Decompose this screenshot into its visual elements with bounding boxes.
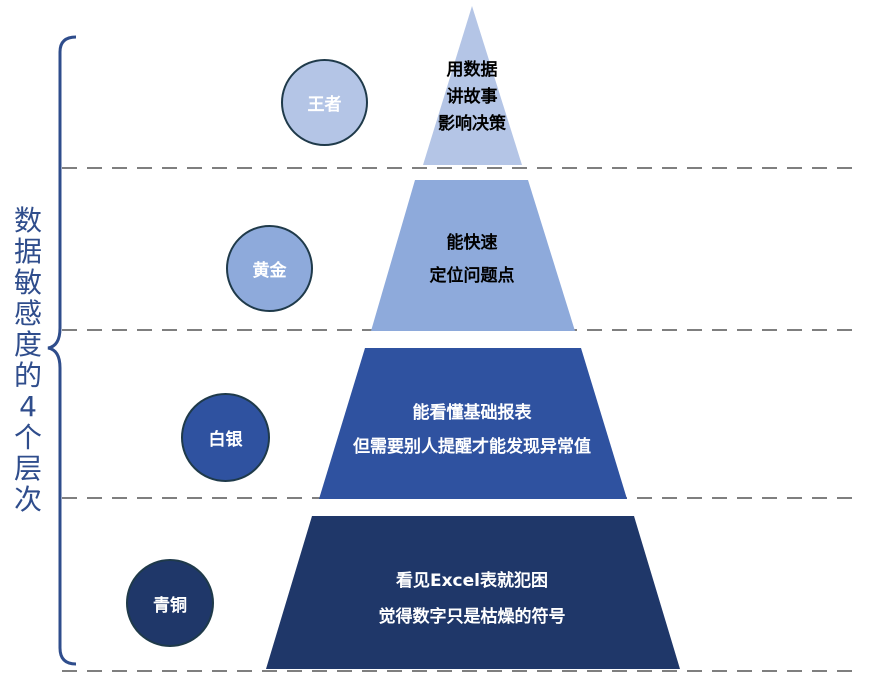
side-title-char: 的 [13,359,42,392]
side-title: 数 据 敏 感 度 的 4 个 层 次 [8,205,48,515]
tier-bronze-shape [266,516,680,669]
side-title-char: 度 [13,328,42,361]
tier-text-line: 觉得数字只是枯燥的符号 [378,607,566,627]
badge-silver: 白银 [181,393,270,482]
tier-gold-shape [371,180,575,331]
tier-king-shape [423,6,522,165]
badge-bronze: 青铜 [126,559,214,647]
badge-king: 王者 [281,59,368,146]
tier-text-line: 看见Excel表就犯困 [395,571,548,591]
tier-text-line: 能快速 [446,233,498,253]
side-title-char: 个 [13,421,42,454]
side-title-char: 感 [13,297,42,330]
side-title-char: 数 [13,204,42,237]
tier-text-line: 定位问题点 [429,266,515,286]
tier-silver-shape [319,348,627,499]
tier-text-line: 讲故事 [446,87,498,107]
side-title-char: 据 [13,235,42,268]
tier-bronze-text: 看见Excel表就犯困 觉得数字只是枯燥的符号 [322,563,622,635]
tier-text-line: 但需要别人提醒才能发现异常值 [353,437,591,457]
side-title-char: 敏 [13,266,42,299]
tier-text-line: 能看懂基础报表 [412,403,532,423]
tier-gold-text: 能快速 定位问题点 [392,227,552,293]
tier-text-line: 用数据 [446,60,498,80]
tier-silver-text: 能看懂基础报表 但需要别人提醒才能发现异常值 [322,396,622,464]
badge-gold: 黄金 [226,225,313,312]
side-title-char: 4 [19,390,37,423]
tier-king-text: 用数据 讲故事 影响决策 [402,57,542,138]
side-title-char: 次 [13,483,42,516]
left-brace [47,35,77,666]
tier-text-line: 影响决策 [438,114,506,134]
side-title-char: 层 [13,452,42,485]
